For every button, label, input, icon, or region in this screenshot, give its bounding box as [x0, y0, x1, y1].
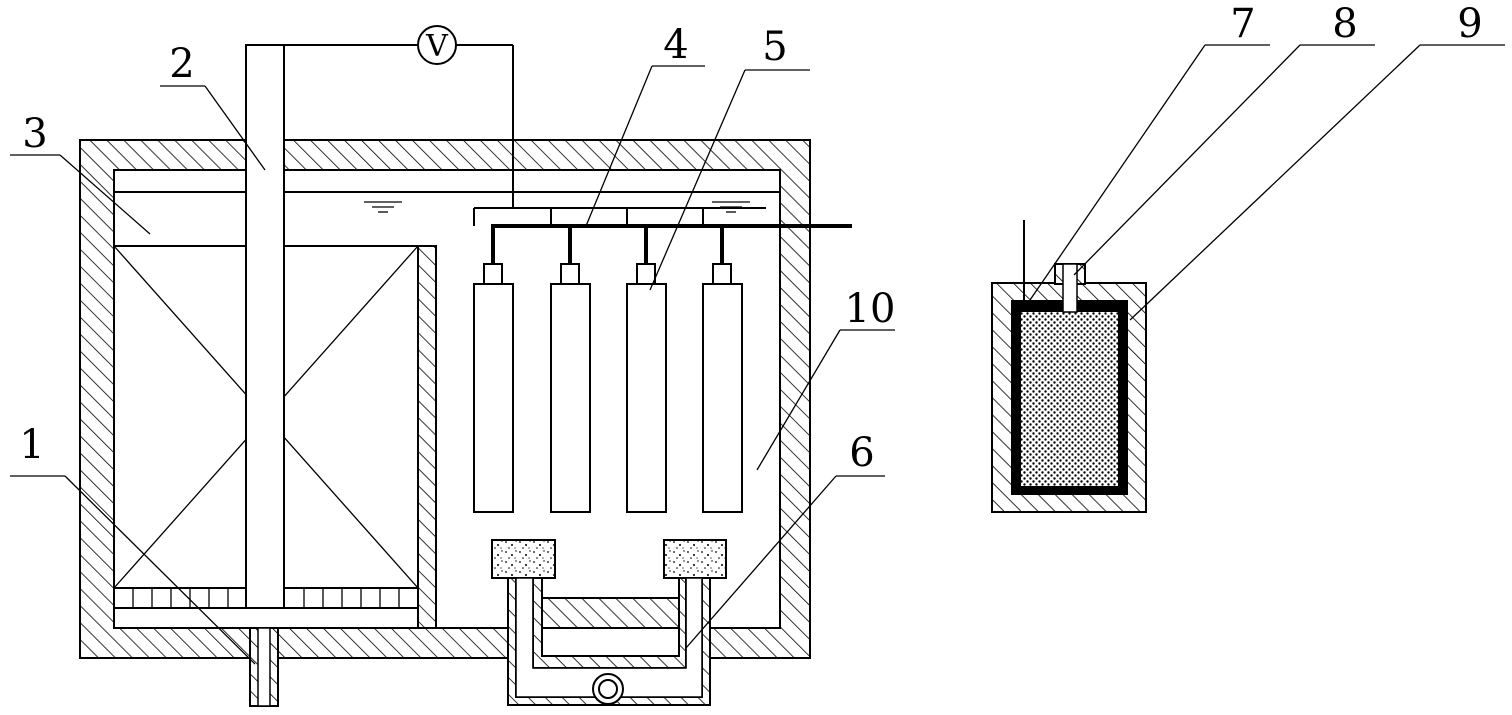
outlet-pipe	[249, 627, 279, 707]
label-10: 10	[845, 286, 896, 332]
circuit-wire	[246, 44, 514, 208]
label-4: 4	[663, 22, 688, 68]
callout-5: 5	[649, 24, 810, 291]
electrode-tube	[626, 226, 667, 513]
voltmeter: V	[417, 25, 457, 65]
callout-9: 9	[1129, 1, 1505, 321]
water-level	[114, 191, 780, 213]
callout-7: 7	[1029, 1, 1270, 301]
label-8: 8	[1332, 1, 1357, 47]
chamber-wall	[417, 245, 437, 629]
electrode-tube	[550, 226, 591, 513]
electrode-tube	[473, 226, 514, 513]
diffuser-stones	[491, 539, 727, 579]
callout-6: 6	[685, 430, 885, 649]
diffuser-stone-right	[663, 539, 727, 579]
electrode-tube	[702, 226, 743, 513]
label-3: 3	[22, 111, 47, 157]
callout-10: 10	[756, 286, 896, 471]
label-1: 1	[19, 422, 44, 468]
diffuser-stone-left	[491, 539, 556, 579]
label-6: 6	[849, 430, 874, 476]
label-5: 5	[762, 24, 787, 70]
sample-cell	[991, 220, 1147, 513]
callout-8: 8	[1073, 1, 1375, 276]
callout-3: 3	[10, 111, 151, 235]
pump-icon	[592, 673, 624, 705]
callout-4: 4	[585, 22, 705, 227]
label-7: 7	[1230, 1, 1255, 47]
electrode-array	[473, 226, 743, 513]
callout-1: 1	[10, 422, 256, 665]
voltmeter-symbol: V	[425, 29, 449, 64]
callout-2: 2	[160, 41, 266, 171]
label-2: 2	[169, 41, 194, 87]
electrode-frame	[473, 207, 852, 228]
label-9: 9	[1457, 1, 1482, 47]
electrode-rod	[245, 44, 285, 609]
u-tube	[507, 577, 711, 706]
